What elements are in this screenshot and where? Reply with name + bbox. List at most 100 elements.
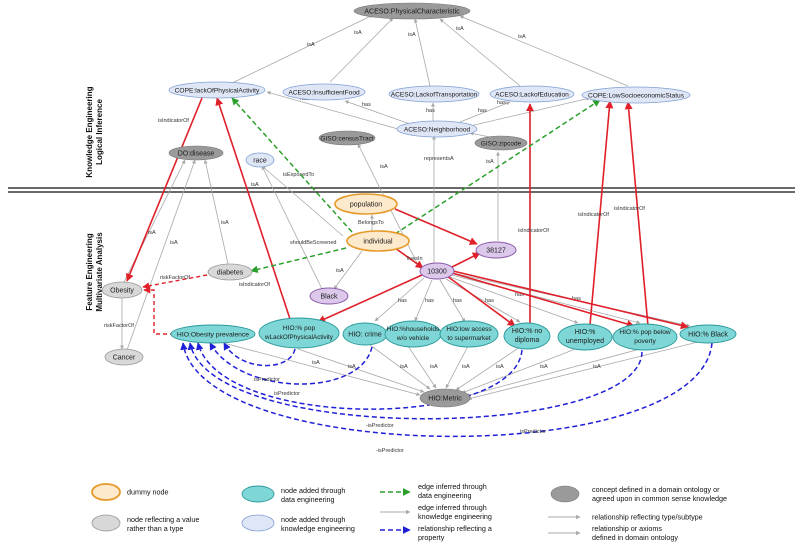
label-isa-black: isA <box>336 268 344 274</box>
node-do-disease: DO:disease <box>168 145 224 161</box>
edge-individual-diabetes <box>250 247 347 274</box>
legend-know-text-2: knowledge engineering <box>281 524 355 533</box>
edge-transport-isa-physical <box>413 18 431 87</box>
label-has-unemployed: has <box>515 292 524 298</box>
legend-blue-text-1: relationship reflecting a <box>418 524 492 533</box>
node-diabetes: diabetes <box>207 263 253 281</box>
node-black: Black <box>309 287 349 305</box>
label-riskfactor-arrow: riskFactorOf <box>160 275 190 281</box>
concept-nodes: ACESO:PhysicalCharacteristic GISO:census… <box>168 2 528 408</box>
edge-education-isa-physical <box>439 18 521 87</box>
label-isa-3: isA <box>408 32 416 38</box>
red-dashed-edges <box>142 274 208 335</box>
edge-obesityprev-isa-metric <box>219 341 421 397</box>
edge-poplack-indicator-pa <box>215 97 291 320</box>
node-hio-unemployed-label-1: HIO:% <box>575 329 596 336</box>
edge-unemployed-indicator-ses <box>589 100 614 326</box>
node-38127: 38127 <box>475 241 517 259</box>
node-individual: individual <box>346 230 410 252</box>
node-hio-no-diploma-label-1: HIO:% no <box>512 328 542 335</box>
node-race-label: race <box>253 158 267 165</box>
section-label-top-2: Logical Inference <box>95 99 104 165</box>
edge-poverty-isa-metric <box>465 348 641 397</box>
node-hio-pop-lack-label-1: HIO:% pop <box>283 325 316 332</box>
node-hio-no-diploma-label-2: diploma <box>515 337 540 344</box>
label-isa-m7: isA <box>540 364 548 370</box>
edge-black-isa-metric <box>467 341 699 401</box>
edge-food-isa-physical <box>329 17 394 83</box>
edge-10300-has-unemployed <box>449 276 579 324</box>
edge-ses-isa-physical <box>459 15 629 87</box>
edge-10300-has-lowaccess <box>439 279 466 323</box>
knowledge-nodes: COPE:lackOfPhysicalActivity ACESO:Insuff… <box>168 81 691 168</box>
red-edge-labels: isIndicatorOf isIndicatorOf livesIn isIn… <box>158 118 645 288</box>
edge-crime-predictor <box>209 342 373 385</box>
legend-blue-text-2: property <box>418 533 445 542</box>
node-aceso-neighborhood: ACESO:Neighborhood <box>396 120 478 138</box>
edge-diploma-isa-metric <box>455 346 521 391</box>
label-isa-zip: isA <box>486 159 494 165</box>
label-isa-m4: isA <box>430 364 438 370</box>
legend-green-text-1: edge inferred through <box>418 482 487 491</box>
edge-10300-has-households <box>414 279 433 322</box>
node-hio-below-poverty-label-2: poverty <box>634 338 656 345</box>
legend-know-text-1: node added through <box>281 515 345 524</box>
node-hio-pop-lack-label-2: wLackOfPhysicalActivity <box>264 334 334 341</box>
edge-crime-isa-metric <box>369 344 431 390</box>
edge-10300-poverty <box>451 272 635 328</box>
label-has-black: has <box>572 296 581 302</box>
edge-pa-indicator-obesity <box>126 97 203 282</box>
node-diabetes-label: diabetes <box>217 270 244 277</box>
blue-edges <box>180 342 713 438</box>
legend-axiom-text-2: defined in domain ontology <box>592 533 678 542</box>
edge-population-38127 <box>394 208 478 245</box>
edge-individual-exposed-race <box>261 165 344 237</box>
edge-individual-ses <box>394 99 601 235</box>
edge-neigh-has-education <box>459 101 511 123</box>
edge-zip-isa-neigh <box>469 131 491 138</box>
label-isa-diabetes: isA <box>221 220 229 226</box>
label-livesin: livesIn <box>407 256 423 262</box>
node-38127-label: 38127 <box>486 248 506 255</box>
label-isa-m6: isA <box>496 364 504 370</box>
label-predictor-1: isPredictor <box>254 377 280 383</box>
label-has-5: has <box>497 100 506 106</box>
node-hio-unemployed-label-2: unemployed <box>566 338 604 345</box>
node-aceso-transport-label: ACESO:LackofTransportation <box>391 92 478 99</box>
node-giso-zip: GISO:zipcode <box>474 135 528 151</box>
label-isa-4: isA <box>456 26 464 32</box>
gray-edge-labels: isA isA isA isA isA has has has has has … <box>104 26 601 370</box>
edge-10300-black <box>452 270 689 330</box>
node-race: race <box>245 152 275 168</box>
label-indicator-obesity: isIndicatorOf <box>158 118 189 124</box>
node-population-label: population <box>350 202 382 209</box>
section-label-top-1: Knowledge Engineering <box>85 86 94 177</box>
node-aceso-neighborhood-label: ACESO:Neighborhood <box>404 127 471 134</box>
label-isa-m2: isA <box>348 364 356 370</box>
legend-axiom-text-1: relationship or axioms <box>592 524 662 533</box>
edge-unemployed-isa-metric <box>461 347 579 394</box>
label-isa-obesity: isA <box>148 230 156 236</box>
label-isa-m5: isA <box>462 364 470 370</box>
legend-concept-text-2: agreed upon in common sense knowledge <box>592 494 727 503</box>
node-hio-metric-label: HIO:Metric <box>428 396 462 403</box>
legend-know-edge-text-2: knowledge engineering <box>418 512 492 521</box>
label-predictor-5: -isPredictor <box>376 448 404 454</box>
node-cope-low-ses-label: COPE:LowSocioeconomicStatus <box>588 93 685 100</box>
label-isa-5: isA <box>518 34 526 40</box>
section-label-bottom-2: Multivariate Analysis <box>95 232 104 312</box>
label-predictor-3: -isPredictor <box>366 423 394 429</box>
label-belongs: BelongsTo <box>358 220 384 226</box>
edge-poverty-predictor <box>187 342 643 420</box>
label-indicator-ses-2: isIndicatorOf <box>614 206 645 212</box>
edge-diabetes-isa-disease <box>203 159 229 265</box>
label-predictor-4: isPredictor <box>520 429 546 435</box>
legend-dummy-text: dummy node <box>127 488 169 497</box>
legend-data-swatch <box>241 485 275 503</box>
label-has-2: has <box>362 102 371 108</box>
label-predictor-2: isPredictor <box>274 391 300 397</box>
edge-obesity-isa-disease <box>123 159 186 283</box>
node-aceso-food-label: ACESO:InsufficientFood <box>288 90 360 97</box>
